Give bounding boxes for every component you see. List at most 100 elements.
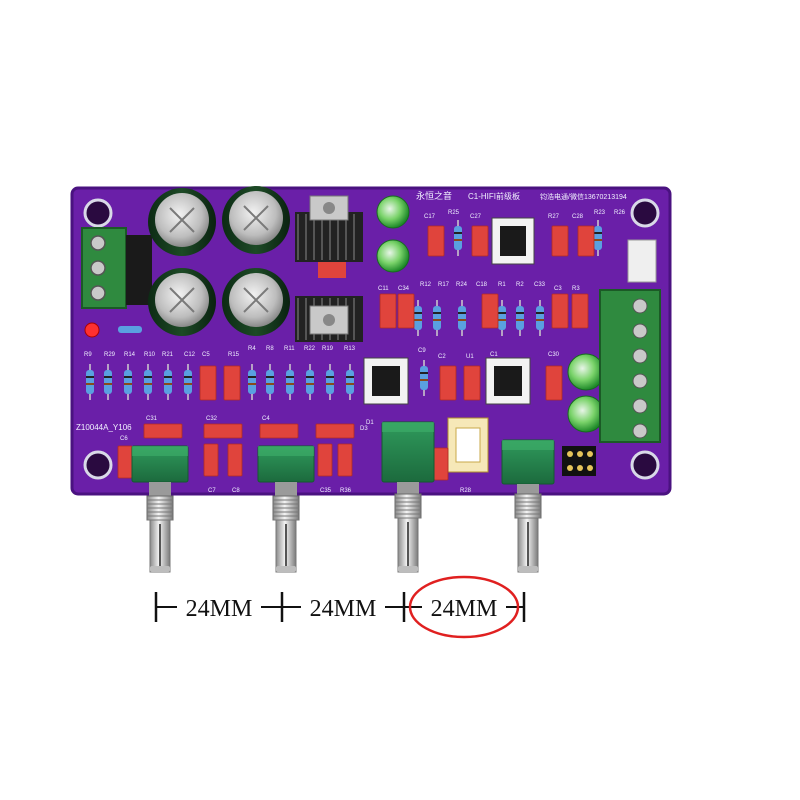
resistor: [306, 364, 314, 400]
film-capacitor: [317, 443, 333, 477]
dimension-label-bg: [177, 592, 261, 620]
mounting-hole: [83, 450, 113, 480]
component-label: C27: [470, 214, 482, 220]
potentiometer: [257, 445, 315, 573]
highlight-circle: [408, 575, 520, 639]
film-capacitor: [439, 365, 457, 401]
contact-silkscreen: 钧浩电通/微信13670213194: [540, 192, 627, 201]
potentiometers: [131, 421, 555, 573]
code-silkscreen: Z10044A_Y106: [76, 423, 132, 432]
film-capacitor: [223, 365, 241, 401]
component-label: C6: [120, 436, 128, 442]
film-capacitor: [203, 443, 219, 477]
film-capacitor: [397, 293, 415, 329]
resistor-array: [86, 220, 602, 400]
film-capacitor: [227, 443, 243, 477]
resistor: [458, 300, 466, 336]
electrolytic-capacitors: [148, 186, 290, 336]
resistor: [454, 220, 462, 256]
component-label: R21: [162, 352, 174, 358]
opamp-ic: [491, 217, 535, 265]
component-label: U1: [466, 354, 474, 360]
component-label: C9: [418, 348, 426, 354]
small-capacitors: [376, 195, 605, 433]
resistor: [184, 364, 192, 400]
regulator-heatsink: [295, 195, 363, 262]
dimension-label: 24MM: [186, 596, 253, 622]
header-pins: [562, 446, 596, 476]
potentiometer: [381, 421, 435, 573]
component-label: R22: [304, 346, 316, 352]
dimension-label: 24MM: [310, 596, 377, 622]
component-label: C4: [262, 416, 270, 422]
film-capacitor: [427, 225, 445, 257]
resistor: [420, 360, 428, 396]
component-label: R23: [594, 210, 606, 216]
component-label: R13: [344, 346, 356, 352]
resistor: [498, 300, 506, 336]
mounting-hole: [83, 198, 113, 228]
resistor: [536, 300, 544, 336]
component-label: R29: [104, 352, 116, 358]
power-terminal-block: [81, 227, 152, 309]
resistor: [104, 364, 112, 400]
component-label: C3: [554, 286, 562, 292]
component-label: R25: [448, 210, 460, 216]
component-label: C12: [184, 352, 196, 358]
resistor: [144, 364, 152, 400]
component-label: C32: [206, 416, 218, 422]
component-label: R11: [284, 346, 295, 352]
component-label: R9: [84, 352, 92, 358]
resistor: [118, 326, 142, 333]
opamp-ic: [485, 357, 531, 405]
resistor: [414, 300, 422, 336]
component-label: R14: [124, 352, 136, 358]
film-capacitor: [203, 423, 243, 439]
potentiometer: [501, 439, 555, 573]
component-label: R2: [516, 282, 524, 288]
film-capacitor: [379, 293, 397, 329]
component-label: R36: [340, 488, 352, 494]
component-label: C7: [208, 488, 216, 494]
capacitor-large: [148, 188, 216, 256]
film-capacitor: [551, 225, 569, 257]
film-capacitor: [545, 365, 563, 401]
capacitor-large: [222, 186, 290, 254]
mounting-hole: [630, 450, 660, 480]
mounting-hole: [630, 198, 660, 228]
film-capacitor: [463, 365, 481, 401]
dimension-label-bg: [301, 592, 385, 620]
component-label: C2: [438, 354, 446, 360]
resistor: [286, 364, 294, 400]
component-label: R27: [548, 214, 560, 220]
component-label: R3: [572, 286, 580, 292]
resistor: [433, 300, 441, 336]
component-label: R8: [266, 346, 274, 352]
resistor: [326, 364, 334, 400]
film-capacitor: [571, 293, 589, 329]
resistor: [124, 364, 132, 400]
component-label: C11: [378, 286, 389, 292]
model-silkscreen: C1-HIFI前级板: [468, 191, 520, 201]
resistor: [248, 364, 256, 400]
component-label: C30: [548, 352, 560, 358]
component-label: R26: [614, 210, 626, 216]
film-capacitor: [259, 423, 299, 439]
component-label: C8: [232, 488, 240, 494]
film-capacitor: [577, 225, 595, 257]
capacitor-large: [148, 268, 216, 336]
resistor: [164, 364, 172, 400]
resistor: [516, 300, 524, 336]
film-capacitor: [117, 445, 133, 479]
mounting-holes: [83, 198, 660, 480]
component-label: C34: [398, 286, 410, 292]
film-capacitor: [143, 423, 183, 439]
resistor: [594, 220, 602, 256]
film-capacitor: [337, 443, 353, 477]
film-capacitor: [471, 225, 489, 257]
regulator-heatsink: [295, 296, 363, 342]
component-label: R24: [456, 282, 468, 288]
component-label: R28: [460, 488, 472, 494]
